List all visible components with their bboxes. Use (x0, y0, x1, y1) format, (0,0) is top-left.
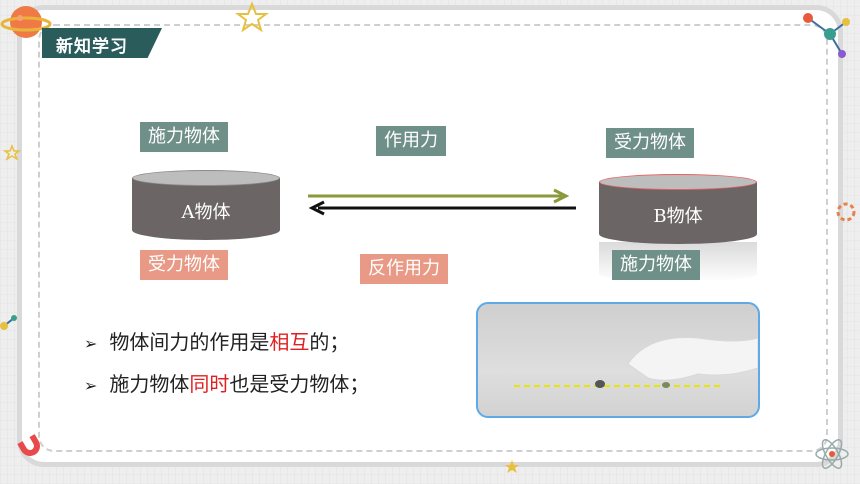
star-icon (2, 143, 22, 161)
bullet-highlight: 相互 (269, 330, 310, 354)
object-a-label: A物体 (181, 202, 231, 223)
planet-icon (0, 6, 52, 38)
arrow-bullet-icon: ➢ (84, 334, 98, 353)
molecule-icon (0, 315, 17, 330)
experiment-video[interactable] (476, 302, 760, 418)
label-applying-force-b: 施力物体 (612, 250, 700, 280)
label-applying-force-a: 施力物体 (140, 122, 228, 152)
label-action-force: 作用力 (376, 126, 446, 156)
label-reaction-force: 反作用力 (360, 254, 448, 284)
object-image (595, 380, 605, 388)
star-icon (235, 1, 269, 33)
label-receiving-force-b: 受力物体 (606, 128, 694, 158)
object-b-cylinder: B物体 (599, 174, 757, 246)
label-receiving-force-a: 受力物体 (140, 250, 228, 280)
dashed-frame (38, 24, 828, 452)
molecule-icon (803, 13, 850, 58)
object-b-label: B物体 (653, 206, 703, 227)
object-image (662, 382, 670, 388)
action-force-arrow (308, 188, 570, 204)
section-banner: 新知学习 (42, 28, 162, 58)
section-title: 新知学习 (56, 37, 128, 57)
bullet-item-1: ➢ 物体间力的作用是相互的； (84, 326, 349, 355)
bullet-text: 施力物体 (109, 372, 190, 396)
video-scene (514, 337, 758, 388)
bullet-item-2: ➢ 施力物体同时也是受力物体； (84, 368, 369, 397)
bullet-text: 也是受力物体； (229, 372, 370, 396)
bullet-text: 的； (309, 330, 350, 354)
atom-icon (815, 439, 849, 469)
gloved-hand-image (627, 337, 758, 381)
bullet-highlight: 同时 (189, 372, 230, 396)
magnet-icon (17, 434, 41, 456)
arrow-bullet-icon: ➢ (84, 376, 98, 395)
object-a-cylinder: A物体 (132, 170, 280, 242)
star-icon (505, 460, 519, 473)
gear-icon (836, 202, 856, 222)
reaction-force-arrow (308, 200, 576, 216)
bullet-text: 物体间力的作用是 (109, 330, 270, 354)
